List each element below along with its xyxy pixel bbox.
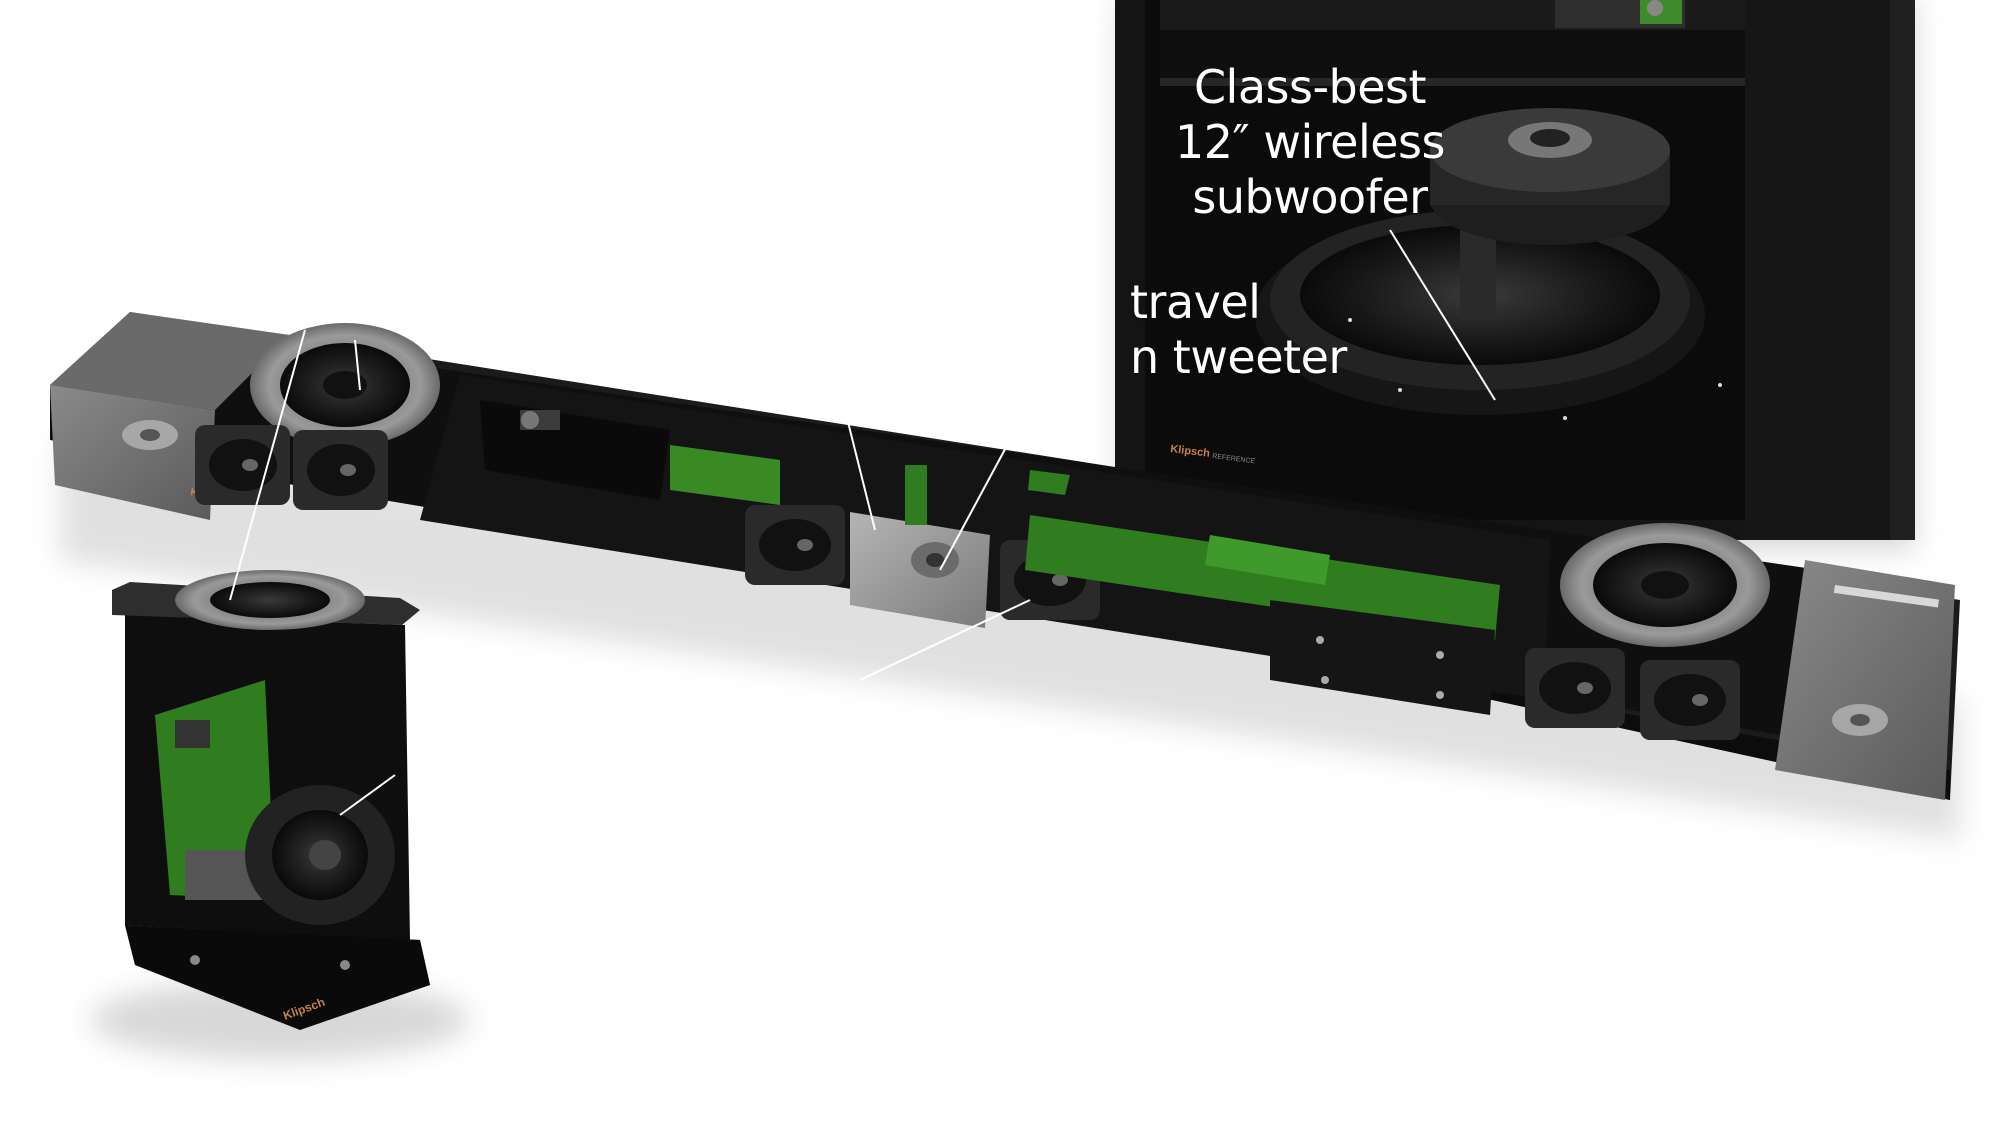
surround-speaker: Klipsch xyxy=(90,570,470,1060)
right-woofer xyxy=(1560,523,1770,647)
right-racetrack-drivers xyxy=(1525,648,1740,740)
left-end-cap: Klipsch xyxy=(50,312,290,520)
subwoofer-callout-line-2: 12″ wireless xyxy=(1175,115,1445,169)
amplifier-module xyxy=(480,400,780,505)
soundbar: Klipsch xyxy=(50,312,1960,800)
subwoofer-cabinet: Klipsch REFERENCE xyxy=(1115,0,1915,550)
tweeter-callout: travel n tweeter xyxy=(1130,275,1347,385)
right-end-cap xyxy=(1775,560,1955,800)
tweeter-callout-line-1: travel xyxy=(1130,275,1261,329)
left-racetrack-drivers xyxy=(195,425,388,510)
svg-text:Klipsch: Klipsch xyxy=(1170,443,1211,460)
subwoofer-callout-line-1: Class-best xyxy=(1193,60,1427,114)
tweeter-callout-line-2: n tweeter xyxy=(1130,330,1347,384)
callout-leader-lines xyxy=(229,229,1496,816)
main-circuit-board xyxy=(905,465,1500,715)
subwoofer-callout: Class-best 12″ wireless subwoofer xyxy=(1160,60,1460,225)
subwoofer-driver xyxy=(1255,108,1722,420)
center-racetrack-driver xyxy=(745,505,845,585)
subwoofer-callout-line-3: subwoofer xyxy=(1192,170,1428,224)
